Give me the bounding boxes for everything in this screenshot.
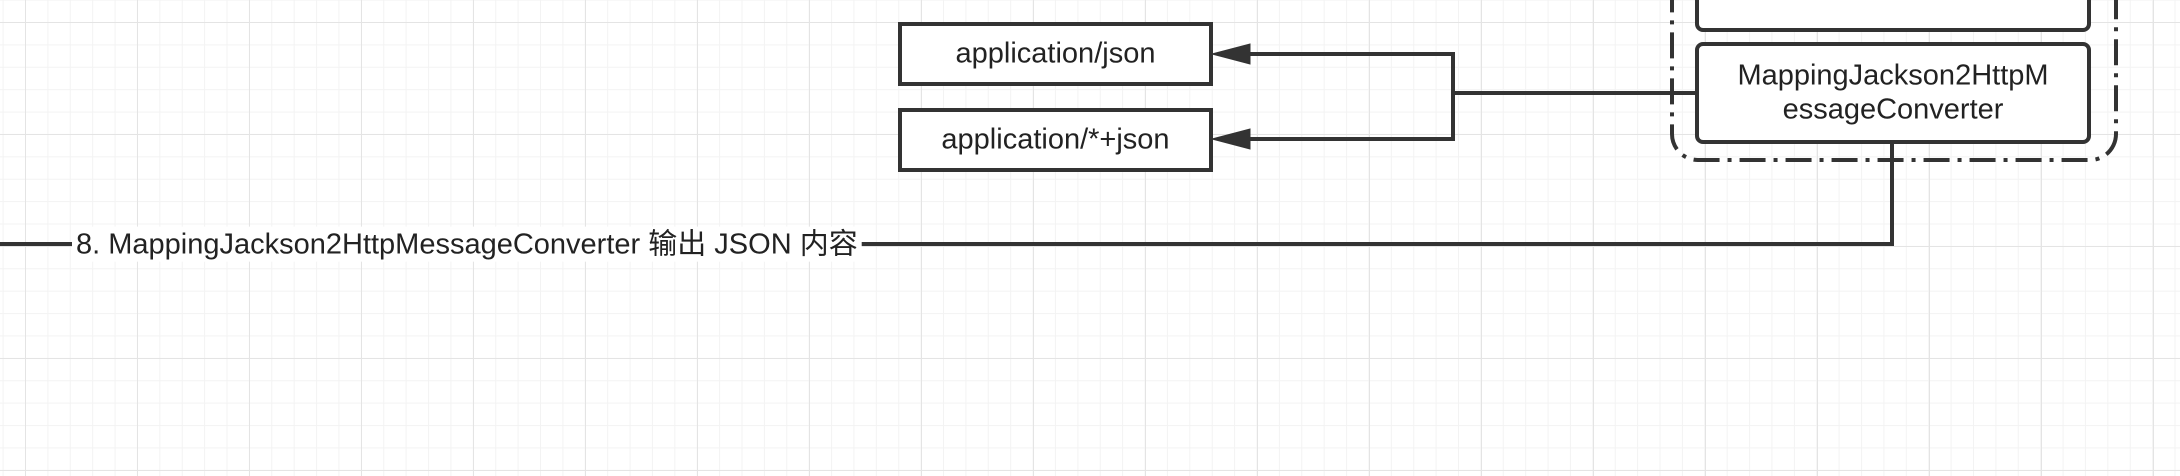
edge-step8-label-group: 8. MappingJackson2HttpMessageConverter 输… <box>72 226 862 262</box>
node-mapping-jackson-converter[interactable]: MappingJackson2HttpM essageConverter <box>1695 42 2091 144</box>
node-application-any-json[interactable]: application/*+json <box>898 108 1213 172</box>
node-mapping-jackson-converter-label-line2: essageConverter <box>1783 94 2004 126</box>
node-application-json-box[interactable] <box>898 22 1213 86</box>
node-application-any-json-label: application/*+json <box>941 124 1169 156</box>
edge-step8-label: 8. MappingJackson2HttpMessageConverter 输… <box>76 228 858 261</box>
node-mapping-jackson-converter-box[interactable] <box>1695 42 2091 144</box>
edge-to-application-json <box>1222 52 1697 95</box>
arrowhead-application-any-json <box>1210 128 1251 150</box>
edge-to-application-any-json <box>1222 93 1455 141</box>
arrowhead-application-json <box>1210 43 1251 65</box>
upper-converter-box[interactable] <box>1695 0 2091 32</box>
node-application-json-label: application/json <box>956 38 1156 70</box>
edge-step8-label-background <box>72 226 862 262</box>
node-application-json[interactable]: application/json <box>898 22 1213 86</box>
node-mapping-jackson-converter-label-line1: MappingJackson2HttpM <box>1737 60 2048 92</box>
node-application-any-json-box[interactable] <box>898 108 1213 172</box>
